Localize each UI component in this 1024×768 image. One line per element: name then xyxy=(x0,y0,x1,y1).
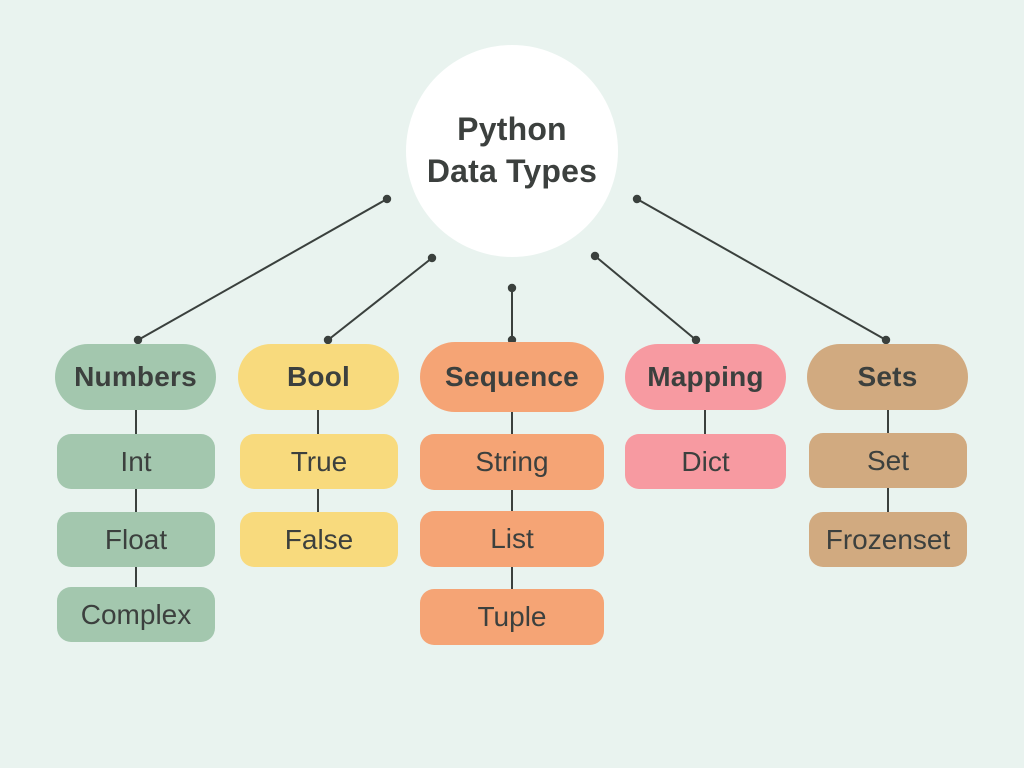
edge-root-mapping xyxy=(590,251,701,345)
type-frozenset: Frozenset xyxy=(809,512,967,567)
type-complex-label: Complex xyxy=(80,598,192,630)
type-float: Float xyxy=(57,512,215,567)
type-list-label: List xyxy=(490,523,534,554)
type-set: Set xyxy=(809,433,967,488)
category-sequence: Sequence xyxy=(420,342,604,412)
type-dict: Dict xyxy=(625,434,786,489)
category-mapping-label: Mapping xyxy=(647,361,764,392)
type-true-label: True xyxy=(290,445,348,477)
edge-root-bool xyxy=(323,253,437,345)
type-false: False xyxy=(240,512,398,567)
type-false-label: False xyxy=(284,523,354,555)
type-string: String xyxy=(420,434,604,490)
type-int-label: Int xyxy=(120,445,152,477)
category-sets: Sets xyxy=(807,344,968,410)
category-bool: Bool xyxy=(238,344,399,410)
type-tuple-label: Tuple xyxy=(477,601,547,632)
edge-root-sets xyxy=(632,194,891,345)
type-dict-label: Dict xyxy=(681,445,730,477)
category-sequence-label: Sequence xyxy=(445,361,579,392)
type-list: List xyxy=(420,511,604,567)
type-frozenset-label: Frozenset xyxy=(825,523,951,555)
category-numbers: Numbers xyxy=(55,344,216,410)
category-bool-label: Bool xyxy=(286,361,350,392)
edge-root-sequence xyxy=(507,283,517,345)
category-mapping: Mapping xyxy=(625,344,786,410)
type-tuple: Tuple xyxy=(420,589,604,645)
diagram-title-line2: Data Types xyxy=(426,153,598,189)
category-numbers-label: Numbers xyxy=(74,361,197,392)
diagram-title-line1: Python xyxy=(457,111,567,148)
category-sets-label: Sets xyxy=(857,361,918,392)
type-set-label: Set xyxy=(866,444,910,476)
type-complex: Complex xyxy=(57,587,215,642)
type-int: Int xyxy=(57,434,215,489)
root-node-python-data-types: Python Data Types xyxy=(406,45,618,257)
diagram-title: Python Data Types xyxy=(427,109,597,192)
type-string-label: String xyxy=(475,446,549,477)
type-float-label: Float xyxy=(104,523,168,555)
edge-root-numbers xyxy=(133,194,392,345)
type-true: True xyxy=(240,434,398,489)
